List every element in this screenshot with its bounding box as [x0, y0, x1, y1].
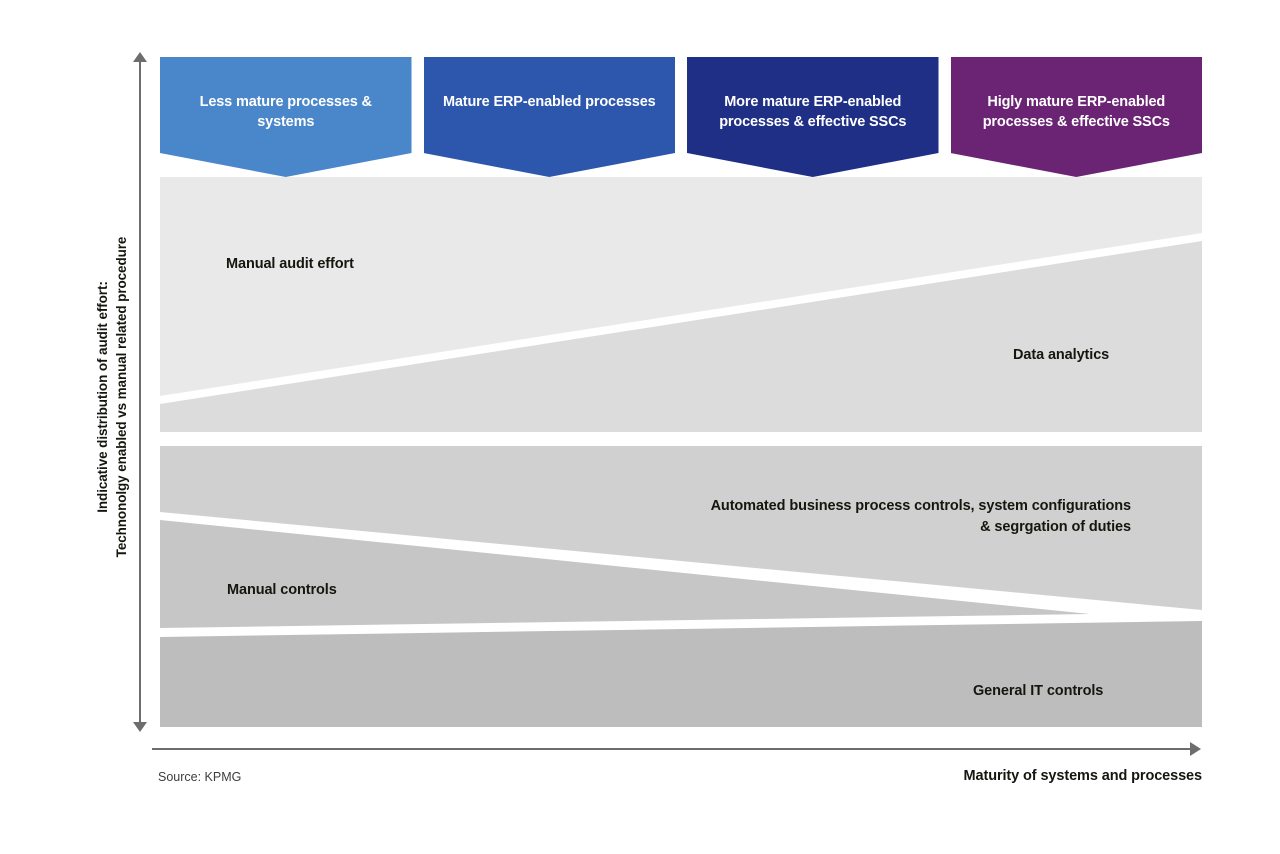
y-axis-arrow-up-icon — [133, 52, 147, 62]
band-label-general-it-controls: General IT controls — [973, 683, 1104, 699]
y-axis-label-line1: Indicative distribution of audit effort: — [95, 281, 110, 513]
source-note: Source: KPMG — [158, 770, 242, 784]
banner-mature-label: Mature ERP-enabled processes — [442, 94, 656, 110]
y-axis-label: Indicative distribution of audit effort:… — [93, 117, 131, 677]
band-general-it-controls — [160, 621, 1202, 727]
x-axis-line — [152, 748, 1192, 750]
banner-mature[interactable]: Mature ERP-enabled processes — [423, 57, 675, 177]
band-label-manual-controls: Manual controls — [227, 582, 337, 598]
maturity-banner-row: Less mature processes & systems Mature E… — [160, 57, 1202, 177]
x-axis-arrow-right-icon — [1190, 742, 1201, 756]
banner-less-mature[interactable]: Less mature processes & systems — [160, 57, 412, 177]
band-label-data-analytics: Data analytics — [1013, 347, 1110, 363]
band-label-manual-audit-effort: Manual audit effort — [226, 256, 354, 272]
band-label-automated-controls: Automated business process controls, sys… — [710, 498, 1132, 535]
banner-less-mature-label: Less mature processes & systems — [199, 94, 372, 130]
banner-more-mature[interactable]: More mature ERP-enabled processes & effe… — [687, 57, 939, 177]
y-axis-label-line2: Technonolgy enabled vs manual related pr… — [114, 236, 129, 558]
x-axis-label: Maturity of systems and processes — [963, 768, 1203, 784]
banner-more-mature-label: More mature ERP-enabled processes & effe… — [719, 94, 907, 130]
banner-higly-mature-label: Higly mature ERP-enabled processes & eff… — [982, 94, 1170, 130]
y-axis-arrow-down-icon — [133, 722, 147, 732]
banner-higly-mature[interactable]: Higly mature ERP-enabled processes & eff… — [950, 57, 1202, 177]
y-axis-line — [139, 60, 141, 725]
